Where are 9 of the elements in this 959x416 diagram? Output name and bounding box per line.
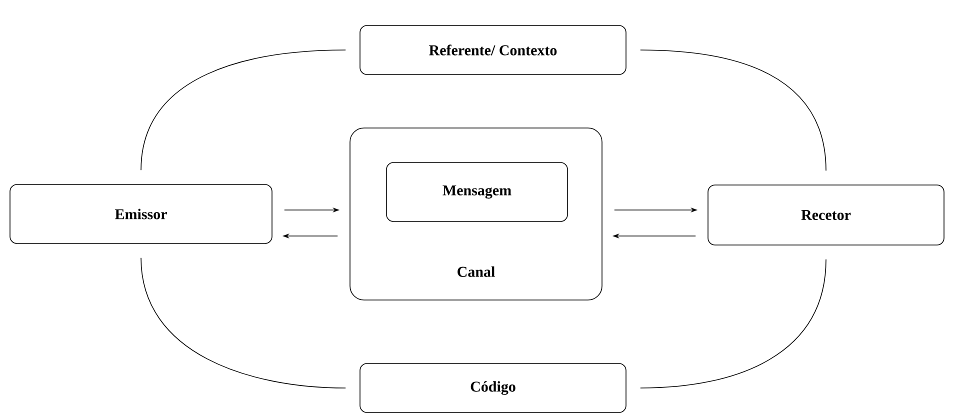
connector-arc (640, 259, 826, 388)
connector-arc (640, 50, 826, 171)
connector-arc (140, 258, 346, 388)
connector-arc (140, 50, 346, 170)
message-box: Mensagem (386, 162, 568, 222)
sender-box: Emissor (10, 184, 272, 244)
receiver-box: Recetor (708, 184, 944, 246)
code-box: Código (360, 363, 626, 413)
context-box: Referente/ Contexto (360, 25, 626, 75)
